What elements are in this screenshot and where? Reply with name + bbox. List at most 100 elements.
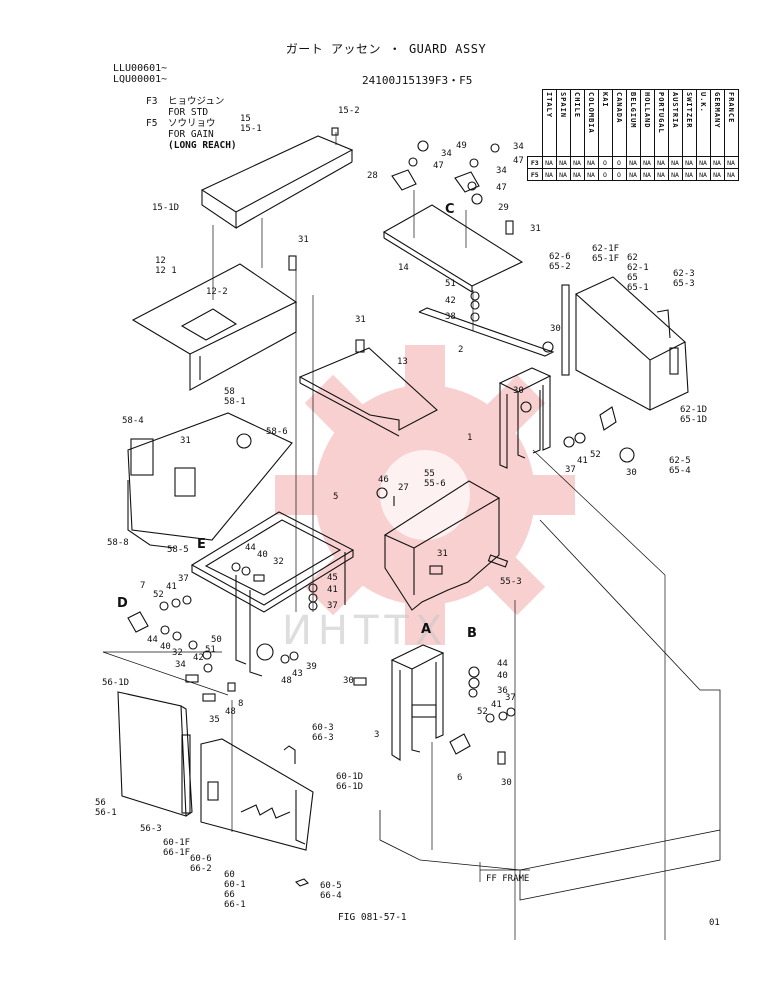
part-callout-label: 29 bbox=[498, 203, 509, 213]
part-callout-label: 66-1F bbox=[163, 848, 190, 858]
matrix-country-label: SWITZER bbox=[685, 92, 693, 129]
part-callout-label: 52 bbox=[477, 707, 488, 717]
part-callout-label: 12 1 bbox=[155, 266, 177, 276]
part-callout-label: 60-1F bbox=[163, 838, 190, 848]
part-callout-label: 27 bbox=[398, 483, 409, 493]
part-callout-label: 38 bbox=[445, 312, 456, 322]
part-callout-label: 56 bbox=[95, 798, 106, 808]
part-callout-label: 32 bbox=[172, 648, 183, 658]
legend-text: ソウリョウ FOR GAIN (LONG REACH) bbox=[168, 118, 237, 151]
matrix-cell: NA bbox=[667, 168, 683, 181]
part-callout-label: 42 bbox=[445, 296, 456, 306]
part-callout-label: 66-1D bbox=[336, 782, 363, 792]
section-letter: B bbox=[467, 626, 477, 641]
part-callout-label: 52 bbox=[153, 590, 164, 600]
part-callout-label: 62-6 bbox=[549, 252, 571, 262]
part-callout-label: 12 bbox=[155, 256, 166, 266]
part-60-door bbox=[200, 738, 314, 887]
part-callout-label: 45 bbox=[327, 573, 338, 583]
part-callout-label: 58 bbox=[224, 387, 235, 397]
part-callout-label: 31 bbox=[355, 315, 366, 325]
serial-range-2: LQU00001~ bbox=[113, 74, 168, 85]
part-callout-label: 56-1D bbox=[102, 678, 129, 688]
part-callout-label: 31 bbox=[437, 549, 448, 559]
part-callout-label: 44 bbox=[245, 543, 256, 553]
part-callout-label: 41 bbox=[577, 456, 588, 466]
part-callout-label: 60-1 bbox=[224, 880, 246, 890]
part-callout-label: 34 bbox=[513, 142, 524, 152]
part-callout-label: 40 bbox=[257, 550, 268, 560]
legend-row-f3: F3 ヒョウジュン FOR STD bbox=[146, 96, 237, 118]
part-callout-label: 40 bbox=[160, 642, 171, 652]
figure-number: FIG 081-57-1 bbox=[338, 912, 407, 923]
matrix-country-label: FRANCE bbox=[727, 92, 735, 124]
page-code: 01 bbox=[709, 918, 720, 928]
variant-legend: F3 ヒョウジュン FOR STD F5 ソウリョウ FOR GAIN (LON… bbox=[146, 96, 237, 151]
part-56-door bbox=[117, 691, 193, 817]
section-letter: D bbox=[117, 596, 128, 611]
part-callout-label: 41 bbox=[491, 700, 502, 710]
matrix-country-label: CHILE bbox=[573, 92, 581, 119]
legend-line: ソウリョウ bbox=[168, 118, 216, 129]
part-7-hinge bbox=[127, 595, 299, 702]
part-callout-label: 62-3 bbox=[673, 269, 695, 279]
part-callout-label: 15-1 bbox=[240, 124, 262, 134]
part-callout-label: 30 bbox=[626, 468, 637, 478]
part-callout-label: 37 bbox=[178, 574, 189, 584]
part-callout-label: 65-4 bbox=[669, 466, 691, 476]
part-callout-label: 60-6 bbox=[190, 854, 212, 864]
part-callout-label: 35 bbox=[209, 715, 220, 725]
part-callout-label: 66-4 bbox=[320, 891, 342, 901]
part-callout-label: 50 bbox=[211, 635, 222, 645]
part-callout-label: 60 bbox=[224, 870, 235, 880]
part-12-panel bbox=[131, 263, 298, 391]
part-callout-label: 47 bbox=[513, 156, 524, 166]
part-callout-label: 37 bbox=[565, 465, 576, 475]
part-callout-label: 34 bbox=[441, 149, 452, 159]
part-callout-label: 34 bbox=[175, 660, 186, 670]
part-callout-label: 13 bbox=[397, 357, 408, 367]
part-callout-label: 51 bbox=[445, 279, 456, 289]
part-callout-label: 62-5 bbox=[669, 456, 691, 466]
part-callout-label: 12-2 bbox=[206, 287, 228, 297]
part-callout-label: 39 bbox=[306, 662, 317, 672]
part-callout-label: 65-1 bbox=[627, 283, 649, 293]
part-callout-label: 62-1D bbox=[680, 405, 707, 415]
part-callout-label: 48 bbox=[225, 707, 236, 717]
part-callout-label: 1 bbox=[467, 433, 472, 443]
part-callout-label: 62-1F bbox=[592, 244, 619, 254]
legend-text: ヒョウジュン FOR STD bbox=[168, 96, 224, 118]
part-callout-label: 56-1 bbox=[95, 808, 117, 818]
part-callout-label: 30 bbox=[513, 386, 524, 396]
part-55-cover bbox=[383, 480, 509, 611]
matrix-country-label: KAI bbox=[601, 92, 609, 108]
part-callout-label: 31 bbox=[298, 235, 309, 245]
part-callout-label: 41 bbox=[166, 582, 177, 592]
legend-code: F3 bbox=[146, 96, 158, 107]
part-callout-label: 2 bbox=[458, 345, 463, 355]
part-13-plate bbox=[298, 339, 438, 437]
part-callout-label: 55 bbox=[424, 469, 435, 479]
part-callout-label: 62-1 bbox=[627, 263, 649, 273]
part-callout-label: 66-2 bbox=[190, 864, 212, 874]
part-callout-label: 65 bbox=[627, 273, 638, 283]
washer-group-center bbox=[308, 487, 395, 611]
legend-line: FOR GAIN bbox=[168, 129, 214, 140]
matrix-cell: O bbox=[597, 168, 613, 181]
part-callout-label: 60-3 bbox=[312, 723, 334, 733]
matrix-row-code: F5 bbox=[527, 168, 543, 181]
part-58-side-panel bbox=[127, 412, 293, 549]
section-letter: A bbox=[421, 622, 431, 637]
part-callout-label: 32 bbox=[273, 557, 284, 567]
part-callout-label: 15-1D bbox=[152, 203, 179, 213]
part-callout-label: 66-3 bbox=[312, 733, 334, 743]
part-callout-label: 47 bbox=[433, 161, 444, 171]
legend-line: (LONG REACH) bbox=[168, 140, 237, 151]
matrix-country-label: ITALY bbox=[545, 92, 553, 119]
part-callout-label: 8 bbox=[238, 699, 243, 709]
part-callout-label: 47 bbox=[496, 183, 507, 193]
part-callout-label: 55-6 bbox=[424, 479, 446, 489]
